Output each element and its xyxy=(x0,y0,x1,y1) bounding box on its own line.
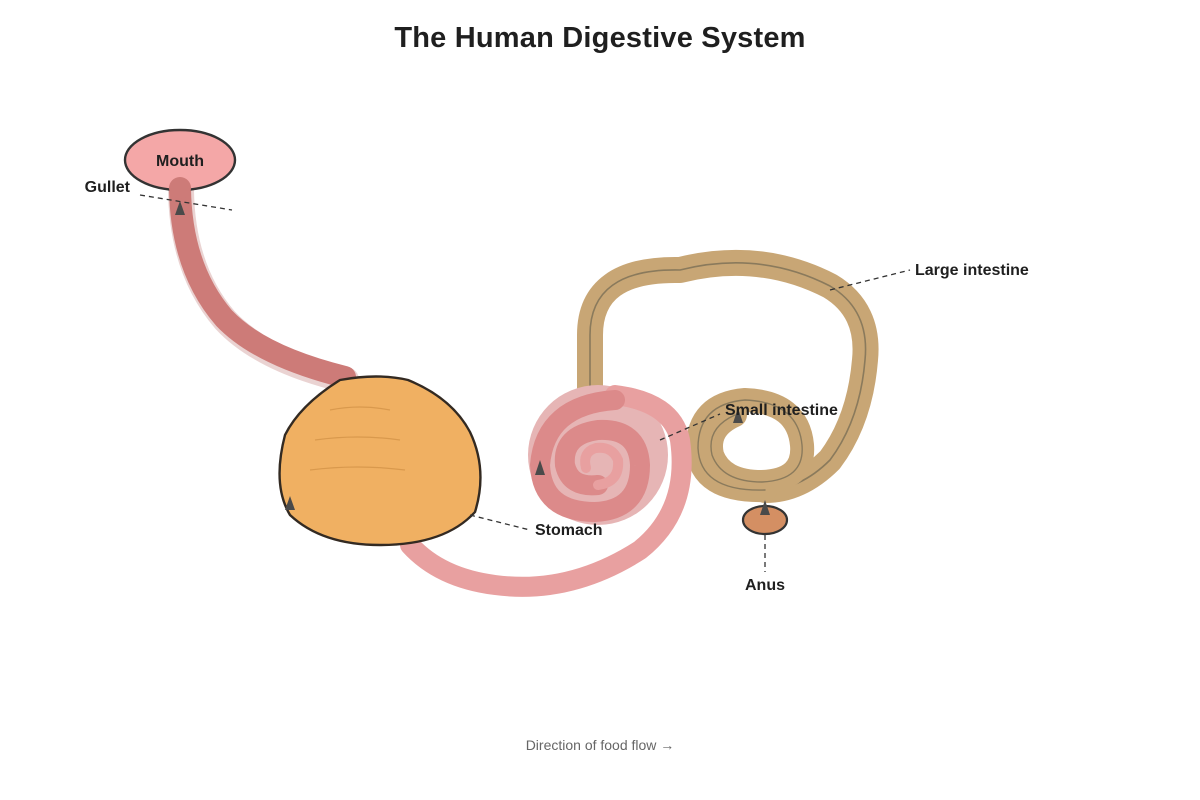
flow-arrows xyxy=(175,201,770,515)
stomach-label: Stomach xyxy=(535,522,603,539)
gullet-leader-line xyxy=(139,194,233,211)
mouth-label: Mouth xyxy=(156,153,204,170)
flow-direction-caption: Direction of food flow → xyxy=(525,737,675,753)
mouth: Mouth xyxy=(123,128,237,192)
large-intestine-tube-outline xyxy=(589,262,867,491)
diagram-title: The Human Digestive System xyxy=(394,22,806,54)
anus-label: Anus xyxy=(745,577,785,594)
flow-arrow-icon xyxy=(535,460,545,475)
gullet-tube xyxy=(169,177,356,388)
small-intestine xyxy=(400,385,692,597)
stomach-body xyxy=(278,375,482,547)
stomach-fold xyxy=(309,466,406,471)
flow-arrow-icon xyxy=(285,496,295,510)
stomach-fold xyxy=(314,436,401,441)
gullet xyxy=(168,177,359,393)
large-intestine-label: Large intestine xyxy=(915,262,1029,279)
flow-arrow-icon xyxy=(175,201,185,215)
small-intestine-leader-line xyxy=(659,413,721,441)
stomach-leader-line xyxy=(469,514,531,531)
flow-arrow-icon xyxy=(760,500,770,515)
gullet-label: Gullet xyxy=(85,179,131,196)
stomach-fold xyxy=(329,406,391,411)
rectum-loop-outline xyxy=(697,399,803,491)
leader-lines xyxy=(139,194,911,572)
small-intestine-coil xyxy=(530,390,650,522)
gullet-top xyxy=(169,177,191,199)
large-intestine-leader-line xyxy=(829,269,911,291)
small-intestine-label: Small intestine xyxy=(725,402,838,419)
small-intestine-exit-tube xyxy=(400,385,692,597)
flow-arrow-icon xyxy=(733,408,743,423)
small-intestine-coil-center xyxy=(580,442,624,490)
stomach xyxy=(278,375,482,547)
large-intestine xyxy=(577,249,879,503)
